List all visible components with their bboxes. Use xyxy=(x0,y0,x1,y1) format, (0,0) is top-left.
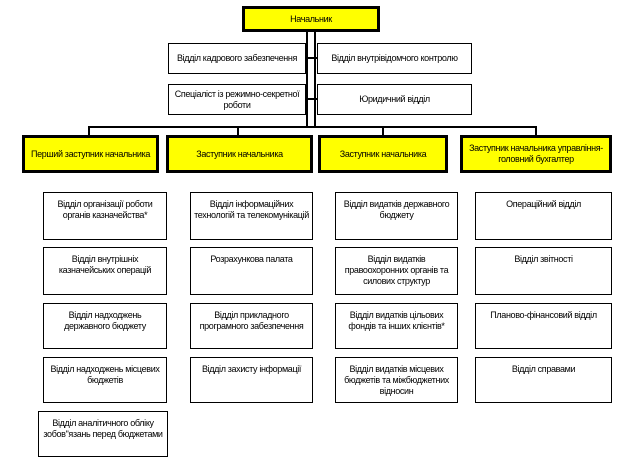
connector-stub-deputy-1 xyxy=(88,126,90,136)
department-box: Відділ справами xyxy=(475,357,612,403)
department-box: Відділ інформаційних технологій та телек… xyxy=(190,192,313,240)
connector-trunk xyxy=(306,32,316,127)
org-box-deputy-2: Заступник начальника xyxy=(166,135,313,173)
org-box-secret-work-specialist: Спеціаліст із режимно-секретної роботи xyxy=(168,84,306,115)
department-box: Відділ надходжень державного бюджету xyxy=(43,303,167,349)
department-box: Операційний відділ xyxy=(475,192,612,240)
org-box-internal-control: Відділ внутрівідомчого контролю xyxy=(317,43,472,74)
org-box-deputy-3: Заступник начальника xyxy=(318,135,448,173)
org-box-first-deputy: Перший заступник начальника xyxy=(22,135,159,173)
department-box: Відділ видатків місцевих бюджетів та між… xyxy=(335,357,458,403)
connector-stub-deputy-4 xyxy=(535,126,537,136)
department-box: Відділ аналітичного обліку зобов"язань п… xyxy=(38,411,168,457)
department-box: Відділ внутрішніх казначейських операцій xyxy=(43,247,167,295)
department-box: Відділ організації роботи органів казнач… xyxy=(43,192,167,240)
department-box: Відділ надходжень місцевих бюджетів xyxy=(43,357,167,403)
department-box: Відділ прикладного програмного забезпече… xyxy=(190,303,313,349)
connector-stub-deputy-2 xyxy=(237,126,239,136)
department-box: Відділ видатків державного бюджету xyxy=(335,192,458,240)
department-box: Розрахункова палата xyxy=(190,247,313,295)
department-box: Відділ видатків правоохоронних органів т… xyxy=(335,247,458,295)
connector-stub-staff-row1 xyxy=(303,57,320,59)
connector-stub-staff-row2 xyxy=(303,98,320,100)
department-box: Планово-фінансовий відділ xyxy=(475,303,612,349)
connector-stub-deputy-3 xyxy=(382,126,384,136)
department-box: Відділ видатків цільових фондів та інших… xyxy=(335,303,458,349)
org-box-chief: Начальник xyxy=(242,6,380,32)
connector-distribution-line xyxy=(88,126,537,128)
org-box-hr-department: Відділ кадрового забезпечення xyxy=(168,43,306,74)
org-box-legal-department: Юридичний відділ xyxy=(317,84,472,115)
department-box: Відділ звітності xyxy=(475,247,612,295)
org-box-deputy-chief-accountant: Заступник начальника управління-головний… xyxy=(460,135,612,173)
department-box: Відділ захисту інформації xyxy=(190,357,313,403)
